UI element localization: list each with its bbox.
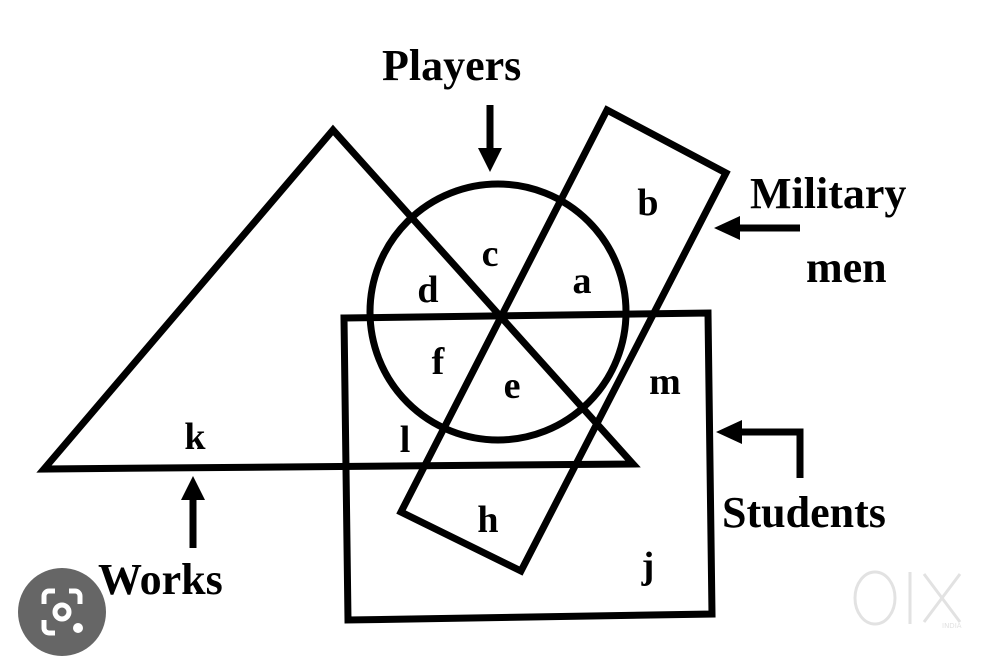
- google-lens-icon[interactable]: [18, 568, 106, 656]
- students-rectangle: [340, 309, 716, 624]
- region-m: m: [649, 361, 681, 403]
- olx-watermark: INDIA: [853, 570, 962, 630]
- students-arrow: [716, 420, 804, 478]
- works-triangle: [36, 124, 641, 473]
- region-c: c: [482, 233, 499, 275]
- region-b: b: [637, 182, 658, 224]
- students-label: Students: [722, 488, 886, 537]
- military-label: Military: [750, 169, 906, 218]
- players-label: Players: [382, 41, 521, 90]
- region-a: a: [573, 260, 592, 302]
- region-k: k: [184, 416, 206, 458]
- region-l: l: [400, 419, 411, 461]
- players-arrow: [478, 105, 502, 172]
- military-rectangle: [396, 105, 731, 576]
- military-men-label: men: [806, 243, 887, 292]
- region-e: e: [504, 365, 521, 407]
- region-f: f: [432, 341, 446, 383]
- military-arrow: [714, 216, 800, 240]
- watermark-sub: INDIA: [942, 622, 962, 630]
- region-h: h: [477, 499, 498, 541]
- region-j: j: [641, 545, 655, 587]
- works-label: Works: [98, 555, 223, 604]
- region-d: d: [417, 269, 438, 311]
- works-arrow: [181, 476, 205, 548]
